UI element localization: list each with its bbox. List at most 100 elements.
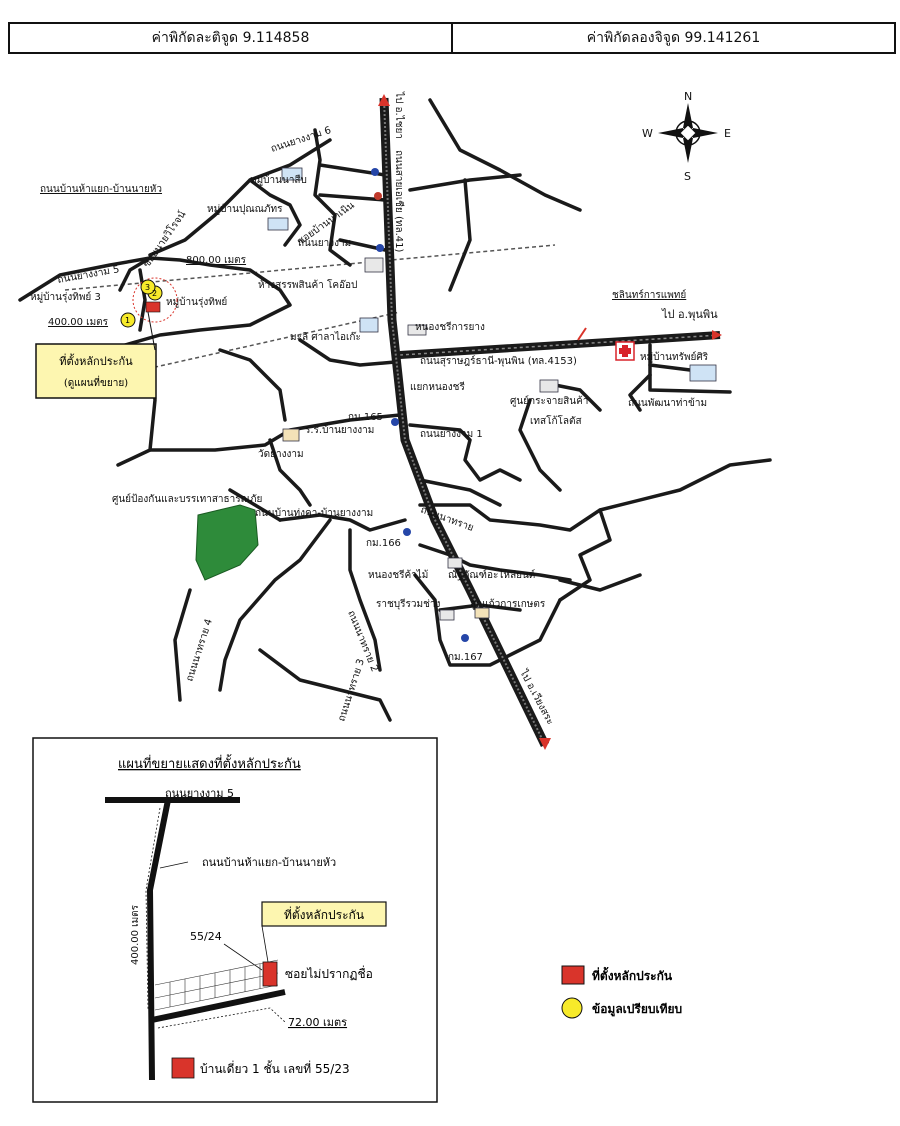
label-ban-sapsiri: หมู่บ้านทรัพย์ศิริ: [640, 351, 709, 363]
clinic-marker-icon: [577, 327, 587, 341]
label-ban-punyaphat: หมู่บ้านปุณณภัทร: [207, 203, 283, 215]
railway-south: [119, 311, 401, 376]
label-highway41: ถนนสายเอเชีย (ทล.41): [393, 150, 405, 252]
hospital-icon: [615, 341, 635, 361]
inset-dist400: 400.00 เมตร: [130, 904, 141, 965]
label-mali: มะลิ ศาลาไอเก๊ะ: [290, 331, 361, 343]
comparison-marker-1: [120, 312, 136, 328]
callout-line1: ที่ตั้งหลักประกัน: [59, 353, 133, 368]
label-dist400: 400.00 เมตร: [48, 317, 109, 328]
parts-shop-icon: [447, 557, 463, 569]
inset-soi-road: [151, 989, 286, 1023]
compass-w: W: [642, 127, 653, 140]
label-nasai: ถนนนาทราย: [419, 504, 475, 533]
latitude-label: ค่าพิกัดละติจูด 9.114858: [151, 30, 310, 46]
label-ban-rungthip: หมู่บ้านรุ่งทิพย์: [166, 296, 227, 308]
gas-station-icon-1: [374, 192, 382, 200]
collateral-callout: [35, 343, 157, 399]
label-km166: กม.166: [366, 538, 401, 549]
marker-1-text: 1: [125, 316, 130, 325]
label-disaster: ศูนย์ป้องกันและบรรเทาสาธารณภัย: [112, 493, 262, 505]
inset-house-icon: [171, 1057, 195, 1079]
mart-icon: [364, 257, 384, 273]
label-tesco-2: เทสโก้โลตัส: [530, 414, 582, 427]
label-ban-nasuep: หมู่บ้านนาสืบ: [250, 174, 307, 186]
arrow-chaiya-icon: [378, 94, 390, 106]
railway-north: [64, 244, 556, 291]
route-4153: [399, 331, 721, 359]
longitude-label: ค่าพิกัดลองจิจูด 99.141261: [451, 24, 894, 52]
rubber-shop-icon: [407, 324, 427, 336]
callout-line2: (ดูแผนที่ขยาย): [64, 375, 128, 389]
collateral-marker-main: [145, 301, 161, 313]
gas-station-icon-2: [376, 244, 384, 252]
inset-soi-label: ซอยไม่ปรากฏชื่อ: [285, 965, 373, 981]
inset-label-road-top: ถนนยางงาม 5: [165, 787, 234, 800]
label-wat: วัดยางงาม: [258, 449, 304, 460]
label-to-chaiya: ไป อ.ไชยา: [393, 91, 405, 139]
village-sapsiri-icon: [689, 364, 717, 382]
legend-collateral-label: ที่ตั้งหลักประกัน: [592, 966, 673, 983]
label-ratchaburi: ราชบุรีรวมช่าง: [376, 598, 440, 610]
compass-e: E: [724, 127, 731, 140]
legend-comparison-swatch: [561, 997, 583, 1019]
label-yangngam6: ถนนยางงาม 6: [270, 125, 333, 155]
village-nasuep-icon: [281, 167, 303, 181]
police-icon: [371, 168, 379, 176]
label-ban-rungthip3: หมู่บ้านรุ่งทิพย์ 3: [30, 291, 101, 303]
label-tesco-1: ศูนย์กระจายสินค้า: [510, 395, 588, 407]
arrow-phunphin-icon: [712, 330, 722, 340]
marker-2-text: 2: [152, 289, 157, 298]
arrow-wiangsa-icon: [539, 738, 551, 750]
km166-icon: [403, 528, 411, 536]
compass-rose-icon: [658, 103, 718, 163]
local-roads: [18, 98, 772, 722]
comparison-marker-3: [140, 279, 156, 295]
label-parts: ณัฐภัณฑ์อะไหล่ยนต์: [448, 569, 535, 581]
village-punyaphat-icon: [267, 217, 289, 231]
ratchaburi-shop-icon: [439, 609, 455, 621]
label-lukkaew: ลูกแก้วการเกษตร: [470, 598, 546, 610]
label-yangngam-rd: ถนนยางงาม: [298, 238, 351, 249]
inset-label-road-side: ถนนบ้านห้าแยก-บ้านนายหัว: [202, 856, 336, 869]
label-mart: ห้างสรรพสินค้า โคอ๊อป: [258, 278, 357, 291]
label-phatthana: ถนนพัฒนาท่าข้าม: [628, 397, 707, 409]
inset-collateral-marker: [262, 961, 278, 987]
compass-s: S: [684, 170, 691, 183]
inset-collateral-callout: [261, 901, 387, 927]
inset-road-side: [146, 799, 171, 1081]
legend-comparison-label: ข้อมูลเปรียบเทียบ: [592, 1002, 682, 1017]
mali-icon: [359, 317, 379, 333]
label-km165: กม.165: [348, 412, 383, 423]
label-yangngam1: ถนนยางงาม 1: [420, 429, 483, 440]
label-nongsri-yang: หนองชรีการยาง: [415, 321, 485, 333]
label-nasai4: ถนนนาทราย 4: [184, 618, 215, 683]
inset-house-label: บ้านเดี่ยว 1 ชั้น เลขที่ 55/23: [200, 1060, 350, 1076]
coordinates-header: ค่าพิกัดละติจูด 9.114858 ค่าพิกัดลองจิจู…: [8, 22, 896, 54]
label-thungkha: ถนนบ้านทุ่งคา-บ้านยางงาม: [255, 507, 373, 519]
lukkaew-shop-icon: [474, 607, 490, 619]
label-to-phunphin: ไป อ.พุนพิน: [661, 308, 718, 321]
inset-lot: 55/24: [190, 930, 222, 943]
label-rd4153: ถนนสุราษฎร์ธานี-พุนพิน (ทล.4153): [420, 355, 577, 367]
inset-dist72: 72.00 เมตร: [288, 1016, 347, 1029]
inset-title: แผนที่ขยายแสดงที่ตั้งหลักประกัน: [118, 754, 301, 772]
inset-collateral-label: ที่ตั้งหลักประกัน: [284, 906, 364, 922]
compass-n: N: [684, 90, 692, 103]
label-ban-hahaeng: ถนนบ้านห้าแยก-บ้านนายหัว: [40, 183, 162, 195]
label-clinic: ชลินทร์การแพทย์: [612, 289, 686, 301]
disaster-center-area: [195, 504, 259, 581]
temple-icon: [282, 428, 300, 442]
legend-collateral-swatch: [561, 965, 585, 985]
km165-icon: [391, 418, 399, 426]
inset-lots-grid: [154, 959, 279, 1011]
label-yangngam5: ถนนยางงาม 5: [57, 264, 121, 286]
km167-icon: [461, 634, 469, 642]
marker-3-text: 3: [145, 283, 150, 292]
label-km167: กม.167: [448, 652, 483, 663]
collateral-zone: [132, 277, 178, 323]
label-nongsri-wood: หนองชรีค้าไม้: [368, 569, 428, 581]
tesco-icon: [539, 379, 559, 393]
